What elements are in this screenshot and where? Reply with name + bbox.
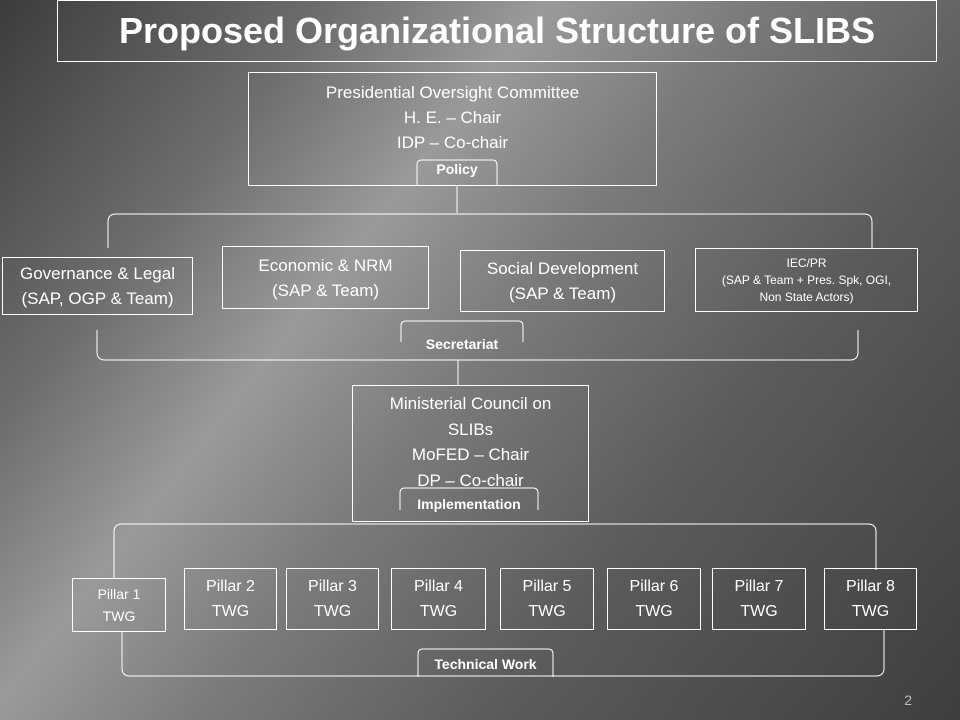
implementation-label: Implementation: [417, 496, 521, 512]
pillar-6-name: Pillar 6: [629, 578, 679, 595]
economic-line-1: Economic & NRM: [258, 255, 393, 275]
pillar-5-sub: TWG: [528, 603, 566, 620]
pillar-5-name: Pillar 5: [522, 578, 572, 595]
pillar-3-name: Pillar 3: [308, 578, 357, 595]
implementation-bracket: [399, 487, 539, 510]
groups-bottom-bracket: [96, 330, 859, 361]
ministerial-council-box: Ministerial Council on SLIBs MoFED – Cha…: [352, 385, 589, 522]
pillar-4-box: Pillar 4 TWG: [391, 568, 486, 630]
pillar-8-name: Pillar 8: [846, 578, 895, 595]
pillar-8-sub: TWG: [851, 603, 890, 620]
pillar-6-sub: TWG: [635, 603, 673, 620]
groups-top-bracket: [107, 213, 873, 248]
governance-line-2: (SAP, OGP & Team): [21, 289, 174, 308]
pillar-5-box: Pillar 5 TWG: [500, 568, 594, 630]
pillar-1-name: Pillar 1: [97, 586, 141, 602]
pillar-2-name: Pillar 2: [206, 578, 255, 595]
ministerial-line-3: MoFED – Chair: [411, 445, 530, 464]
pillar-7-box: Pillar 7 TWG: [712, 568, 806, 630]
pillar-7-sub: TWG: [740, 603, 778, 620]
social-line-2: (SAP & Team): [508, 284, 617, 303]
pillar-7-name: Pillar 7: [734, 578, 784, 595]
presidential-oversight-committee-box: Presidential Oversight Committee H. E. –…: [248, 72, 657, 186]
slide-title: Proposed Organizational Structure of SLI…: [57, 0, 937, 62]
ministerial-line-2: SLIBs: [447, 419, 494, 439]
ministerial-line-4: DP – Co-chair: [417, 470, 524, 490]
pillar-8-box: Pillar 8 TWG: [824, 568, 917, 630]
governance-line-1: Governance & Legal: [20, 264, 175, 283]
iec-line-2: (SAP & Team + Pres. Spk, OGI,: [721, 272, 892, 287]
economic-nrm-box: Economic & NRM (SAP & Team): [222, 246, 429, 309]
governance-legal-box: Governance & Legal (SAP, OGP & Team): [2, 257, 193, 315]
presidential-line-3: IDP – Co-chair: [396, 133, 509, 152]
pillar-3-box: Pillar 3 TWG: [286, 568, 379, 630]
pillar-1-sub: TWG: [102, 608, 136, 624]
pillar-4-name: Pillar 4: [414, 578, 463, 595]
social-development-box: Social Development (SAP & Team): [460, 250, 665, 312]
pillar-2-sub: TWG: [211, 603, 250, 620]
policy-label: Policy: [436, 161, 478, 177]
ministerial-line-1: Ministerial Council on: [389, 394, 552, 413]
pillar-2-box: Pillar 2 TWG: [184, 568, 277, 630]
iec-line-3: Non State Actors): [759, 289, 854, 304]
presidential-line-1: Presidential Oversight Committee: [325, 83, 580, 102]
slide-title-text: Proposed Organizational Structure of SLI…: [118, 10, 876, 51]
presidential-line-2: H. E. – Chair: [403, 108, 502, 127]
iec-line-1: IEC/PR: [786, 255, 827, 270]
social-line-1: Social Development: [486, 259, 639, 278]
pillars-top-bracket: [113, 523, 877, 578]
secretariat-label: Secretariat: [425, 336, 499, 352]
secretariat-bracket: [400, 320, 524, 342]
economic-line-2: (SAP & Team): [271, 280, 380, 300]
pillar-4-sub: TWG: [419, 603, 458, 620]
page-number: 2: [904, 692, 912, 708]
iec-pr-box: IEC/PR (SAP & Team + Pres. Spk, OGI, Non…: [695, 248, 918, 312]
pillar-6-box: Pillar 6 TWG: [607, 568, 701, 630]
technical-work-label: Technical Work: [434, 656, 537, 672]
policy-bracket: [416, 159, 498, 185]
pillars-bottom-bracket: [121, 630, 885, 677]
pillar-3-sub: TWG: [313, 603, 352, 620]
technical-bracket: [417, 648, 554, 677]
pillar-1-box: Pillar 1 TWG: [72, 578, 166, 632]
